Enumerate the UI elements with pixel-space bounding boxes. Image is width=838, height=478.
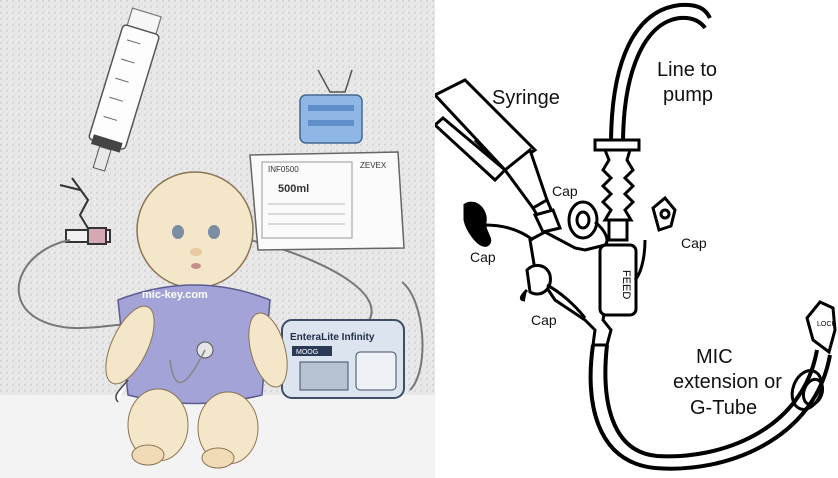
label-cap-top: Cap [552, 183, 578, 199]
pump-model-text: MOOG [296, 349, 318, 356]
feeding-setup-photo: INF0500 ZEVEX 500ml EnteraLite Infinity … [0, 0, 435, 478]
pump-brand-text: EnteraLite Infinity [290, 332, 375, 343]
bag-brand-text: ZEVEX [360, 161, 387, 170]
bag-header-text: INF0500 [268, 165, 299, 174]
label-mic-2: extension or [673, 371, 782, 393]
label-line-to-pump-1: Line to [657, 59, 717, 81]
feed-port-text: FEED [620, 270, 632, 299]
label-mic-1: MIC [696, 346, 733, 368]
label-cap-left: Cap [470, 249, 496, 265]
label-line-to-pump-2: pump [663, 84, 713, 106]
label-cap-bottom: Cap [531, 312, 557, 328]
label-syringe: Syringe [492, 87, 560, 109]
connector-diagram: FEED LOCK [435, 0, 838, 478]
shirt-text: mic-key.com [142, 289, 208, 301]
label-mic-3: G-Tube [690, 397, 757, 419]
lock-text: LOCK [817, 321, 836, 328]
bag-volume-text: 500ml [278, 183, 309, 195]
label-cap-right: Cap [681, 235, 707, 251]
feeding-pump: EnteraLite Infinity MOOG [282, 320, 404, 398]
